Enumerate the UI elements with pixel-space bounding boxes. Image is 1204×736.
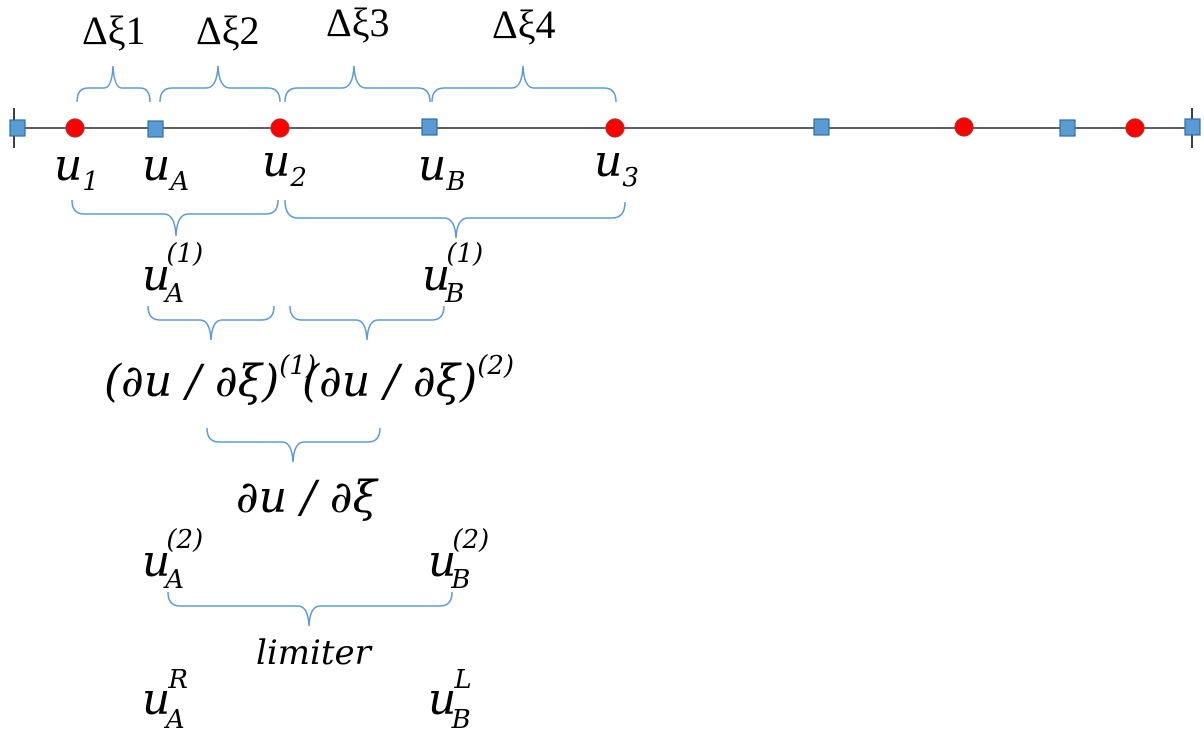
brace-dxi2 [159,65,281,103]
face-node [1184,118,1201,136]
brace-deriv2 [289,305,445,341]
label-combined-derivative: ∂u / ∂ξ [236,472,380,523]
brace-dxi3 [284,65,431,103]
center-node-3 [605,118,625,138]
center-node-1 [65,118,85,138]
label-uA2: u(2)A [142,525,203,595]
label-uB2: u(2)B [428,525,489,595]
label-uB: uB [418,140,465,197]
label-limiter: limiter [256,633,373,673]
label-deriv2: (∂u / ∂ξ)(2) [302,351,514,407]
interval-label-1: Δξ1 [82,8,146,53]
interval-label-2: Δξ2 [196,8,260,53]
interval-label-4: Δξ4 [492,2,556,47]
face-node [813,118,830,136]
label-u1: u1 [54,140,99,197]
brace-deriv1 [147,305,275,341]
center-node-2 [270,118,290,138]
center-node [954,117,974,137]
label-u2: u2 [262,136,307,193]
label-uA: uA [142,140,189,197]
face-node [1059,119,1076,137]
label-uA1: u(1)A [142,239,203,309]
brace-combined [206,427,381,463]
brace-limiter [167,591,453,627]
center-node [1125,118,1145,138]
face-node-A [147,120,164,138]
label-u3: u3 [594,136,639,193]
face-node [9,119,26,137]
brace-dxi1 [76,65,151,103]
brace-dxi4 [431,65,617,103]
brace-uB1 [284,199,626,239]
face-node-B [421,118,438,136]
brace-uA1 [71,199,279,237]
label-uB1: u(1)B [422,239,483,309]
label-deriv1: (∂u / ∂ξ)(1) [104,351,316,407]
interval-label-3: Δξ3 [326,0,390,45]
